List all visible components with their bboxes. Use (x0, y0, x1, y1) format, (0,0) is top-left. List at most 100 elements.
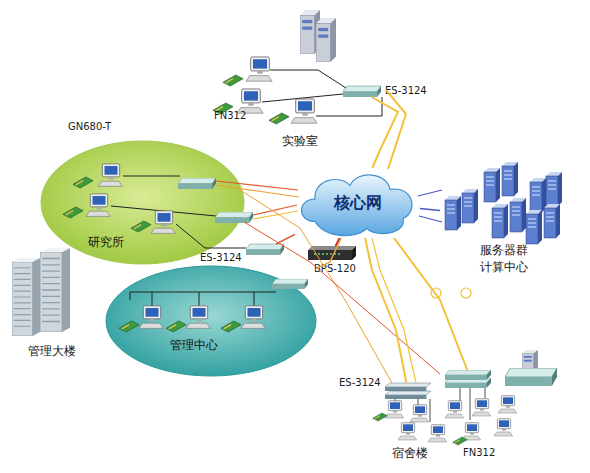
pc-icon (385, 401, 404, 418)
tower-side (496, 168, 500, 202)
node-shape (385, 383, 431, 399)
tower-bays (486, 177, 494, 185)
switch-front (385, 395, 426, 399)
node-label: 管理中心 (170, 337, 218, 354)
network-link (336, 238, 340, 246)
tower-front (445, 200, 457, 230)
tower-side (504, 204, 508, 238)
server-tower (544, 204, 560, 238)
tower-front (510, 202, 522, 232)
node-label: ES-3124 (200, 252, 242, 263)
ellipse-outline (41, 141, 244, 264)
network-wire (130, 292, 276, 300)
node-label: 服务器群 计算中心 (480, 242, 536, 276)
tower-side (514, 162, 518, 196)
fiber-link (394, 238, 468, 372)
switch-stack: ES-3124 (385, 383, 431, 399)
switch-front (246, 250, 280, 256)
tower-side (457, 196, 461, 230)
pc-icon (445, 401, 464, 418)
nic-card (119, 321, 139, 332)
part-label: 宿舍楼 (392, 445, 428, 462)
fiber-link (240, 190, 392, 383)
network-wire (176, 224, 246, 248)
server-tower (445, 196, 461, 230)
tower-bays (532, 187, 540, 195)
nic-card (453, 437, 468, 445)
switch-top (246, 244, 284, 250)
pc-icon (498, 396, 517, 413)
node-label: ES-3124 (339, 377, 381, 388)
pc-icon (398, 423, 417, 440)
tower-side (538, 210, 542, 244)
network-link (276, 234, 295, 244)
tower-bays (528, 219, 536, 227)
pc-icon (151, 211, 175, 234)
nic-card (213, 103, 233, 114)
nic-card (373, 413, 388, 421)
device-top (308, 246, 356, 250)
server-tower (510, 198, 526, 232)
node-shape (343, 86, 381, 97)
fiber-link (253, 205, 297, 215)
link-ring (431, 288, 441, 298)
tower-front (544, 208, 556, 238)
bps-device: BPS-120 (308, 246, 356, 260)
network-wire (111, 206, 216, 216)
node-shape (246, 244, 284, 255)
switch-icon (445, 378, 491, 388)
server-tower (484, 168, 500, 202)
server-tower (462, 189, 478, 223)
tower-bays (447, 205, 455, 213)
server-tower (502, 162, 518, 196)
fiber-link (244, 222, 440, 374)
switch-icon (215, 212, 253, 223)
pc-icon (86, 194, 110, 217)
part-label: 实验室 (282, 133, 318, 150)
nic-card (221, 321, 241, 332)
nic-card (166, 321, 186, 332)
tower-front (492, 208, 504, 238)
switch-icon (272, 279, 308, 289)
part-label: GN680-T (68, 121, 111, 132)
tower-bays (494, 213, 502, 221)
nic-card (73, 177, 93, 188)
network-wire (395, 388, 485, 422)
pc-icon (98, 164, 122, 187)
nic-card (131, 221, 151, 232)
group-ellipse: 管理中心 (105, 265, 317, 377)
pc-icon (246, 57, 272, 81)
node-label: 核心网 (295, 168, 420, 238)
tower-front (462, 193, 474, 223)
server-tower (316, 18, 336, 62)
part-label: 管理大楼 (28, 343, 76, 360)
switch-top (385, 383, 431, 387)
building-icon (12, 258, 40, 336)
nic-card (63, 207, 83, 218)
switch-front (385, 387, 426, 391)
node-shape (308, 246, 356, 260)
device-side (352, 246, 356, 260)
tower-bays (546, 213, 554, 221)
pc-icon (186, 306, 210, 329)
core-cloud: 核心网 (295, 168, 420, 238)
node-label: 研究所 (88, 234, 124, 251)
tower-side (558, 172, 562, 206)
network-wire (123, 176, 180, 177)
fiber-link (418, 190, 442, 196)
node-label: ES-3124 (385, 85, 427, 96)
switch-top (343, 86, 381, 92)
node-label: BPS-120 (314, 263, 356, 274)
tower-front (530, 182, 542, 212)
ellipse-outline (106, 266, 316, 376)
switch-side (280, 244, 284, 255)
tower-front (502, 166, 514, 196)
tower-side (556, 204, 560, 238)
fiber-link (253, 211, 298, 219)
tower-bays (512, 207, 520, 215)
switch-side (377, 86, 381, 97)
network-wire (152, 292, 254, 306)
fiber-link (419, 216, 442, 222)
network-wire (316, 97, 382, 116)
